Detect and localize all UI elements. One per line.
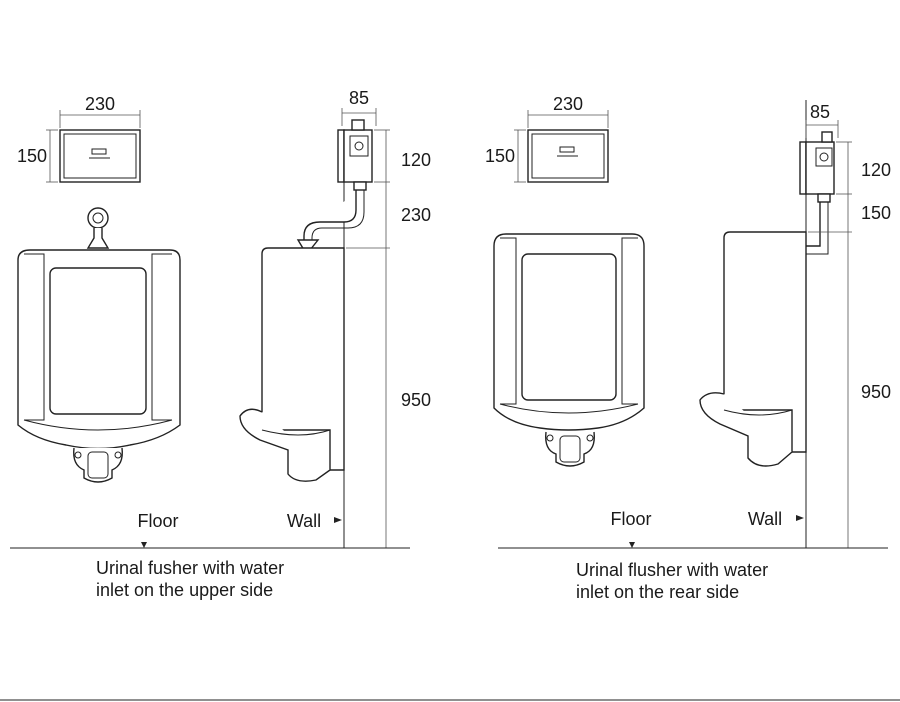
left-floor-label: Floor [137,511,178,531]
left-panel-front [59,129,141,183]
left-flusher-height-label: 120 [401,150,431,170]
left-caption-line1: Urinal fusher with water [96,558,284,578]
right-panel-width-dim: 230 [527,94,609,128]
right-panel-width-label: 230 [553,94,583,114]
right-caption-line2: inlet on the rear side [576,582,739,602]
right-panel-height-dim: 150 [485,129,526,183]
left-vertical-dims: 120 230 950 [346,129,431,549]
left-panel-width-dim: 230 [59,94,141,128]
left-floor-marker [141,542,147,548]
right-caption-line1: Urinal flusher with water [576,560,768,580]
right-wall-marker [796,515,804,521]
left-install-height-label: 950 [401,390,431,410]
left-panel-width-label: 230 [85,94,115,114]
right-install-height-label: 950 [861,382,891,402]
left-diagram: 230 150 [10,88,431,600]
left-flusher-width-label: 85 [349,88,369,108]
right-urinal-side [699,231,807,467]
right-flusher-width-dim: 85 [805,102,839,138]
left-flusher-side [337,119,373,191]
right-flusher-side [799,131,835,203]
right-urinal-front [493,233,645,467]
left-urinal-side [239,247,345,482]
left-wall-marker [334,517,342,523]
right-diagram: 230 150 [485,94,891,602]
left-caption-line2: inlet on the upper side [96,580,273,600]
left-wall-label: Wall [287,511,321,531]
right-floor-marker [629,542,635,548]
left-panel-height-label: 150 [17,146,47,166]
left-panel-height-dim: 150 [17,129,58,183]
right-floor-label: Floor [610,509,651,529]
left-pipe-height-label: 230 [401,205,431,225]
left-urinal-front [17,207,181,483]
left-pipe [296,190,365,251]
right-panel-height-label: 150 [485,146,515,166]
left-flusher-width-dim: 85 [341,88,377,126]
right-flusher-height-label: 120 [861,160,891,180]
right-panel-front [527,129,609,183]
right-vertical-dims: 120 150 950 [808,141,891,549]
right-pipe-height-label: 150 [861,203,891,223]
right-flusher-width-label: 85 [810,102,830,122]
right-wall-label: Wall [748,509,782,529]
